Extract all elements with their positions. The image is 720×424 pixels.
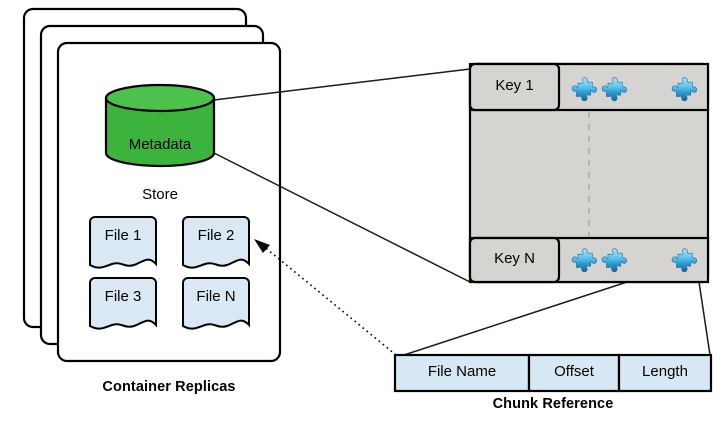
connector-metadata-to-keyn [213, 152, 471, 283]
key-row-0-key-cell [468, 62, 561, 112]
file-shape-1 [89, 216, 157, 269]
metadata-store-cylinder [104, 83, 216, 168]
chunk-field-2-cell[interactable] [617, 353, 713, 393]
chunk-field-0-cell[interactable] [393, 353, 531, 393]
file-shapes [89, 216, 250, 330]
file-shape-4 [182, 277, 250, 330]
key-row-0[interactable] [468, 62, 710, 112]
chunk-reference-box [393, 353, 713, 393]
chunk-field-1-cell[interactable] [527, 353, 621, 393]
file-shape-2 [182, 216, 250, 269]
key-table [468, 62, 710, 284]
file-shape-3 [89, 277, 157, 330]
connector-filename-to-file2 [254, 239, 397, 356]
connector-metadata-to-key1 [213, 68, 471, 101]
key-row-1[interactable] [468, 236, 710, 284]
key-row-1-key-cell [468, 236, 561, 284]
